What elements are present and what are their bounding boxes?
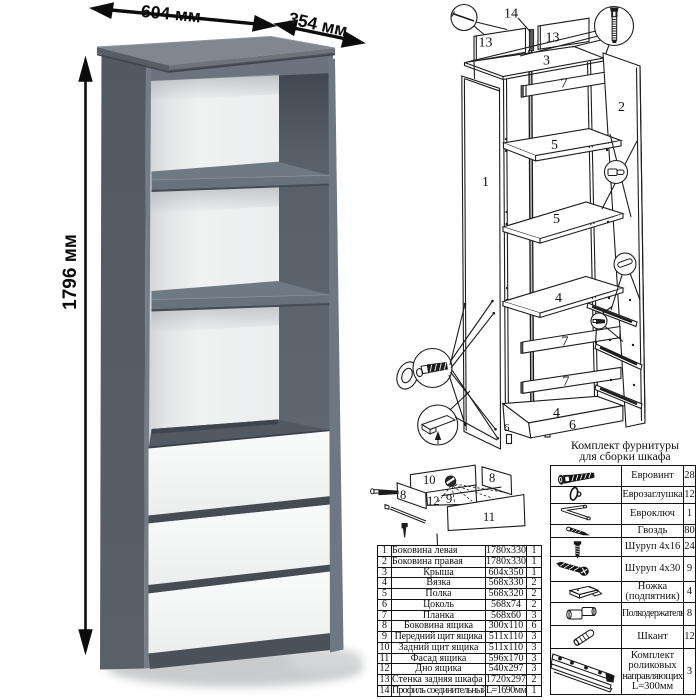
svg-text:13: 13 — [479, 36, 493, 51]
svg-text:3: 3 — [543, 54, 550, 69]
svg-text:7: 7 — [562, 335, 569, 350]
svg-text:14: 14 — [504, 7, 518, 22]
svg-text:6: 6 — [504, 422, 510, 434]
svg-text:12: 12 — [427, 494, 440, 508]
svg-text:8: 8 — [489, 471, 495, 485]
svg-text:13: 13 — [546, 31, 560, 46]
svg-text:6: 6 — [569, 418, 576, 433]
svg-text:2: 2 — [618, 100, 625, 115]
svg-text:11: 11 — [483, 510, 495, 524]
svg-text:4: 4 — [553, 406, 560, 421]
svg-text:5: 5 — [551, 138, 558, 153]
svg-text:7: 7 — [563, 375, 570, 390]
svg-text:8: 8 — [400, 488, 406, 502]
svg-text:1: 1 — [482, 175, 489, 190]
svg-text:7: 7 — [561, 77, 568, 92]
svg-text:10: 10 — [423, 473, 436, 487]
svg-text:9: 9 — [446, 492, 452, 506]
svg-text:4: 4 — [555, 291, 562, 306]
svg-text:5: 5 — [553, 212, 560, 227]
